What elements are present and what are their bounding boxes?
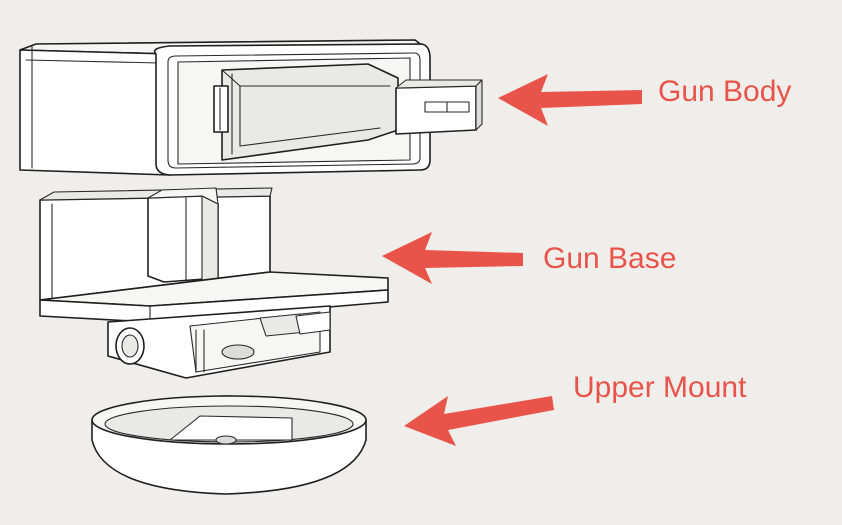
label-upper-mount: Upper Mount — [573, 371, 747, 404]
label-gun-body: Gun Body — [658, 75, 792, 108]
arrow-upper-mount — [404, 396, 554, 446]
gun-base-part — [39, 187, 389, 379]
gun-body-clip — [213, 85, 229, 133]
gun-body-part — [19, 39, 483, 176]
arrow-gun-body — [498, 74, 642, 126]
callout-arrows — [382, 74, 642, 446]
label-gun-base: Gun Base — [543, 242, 677, 275]
gun-body-left-box — [19, 49, 171, 176]
upper-mount-plate — [169, 415, 293, 441]
arrow-gun-base — [382, 232, 523, 284]
upper-mount-part — [91, 395, 367, 495]
